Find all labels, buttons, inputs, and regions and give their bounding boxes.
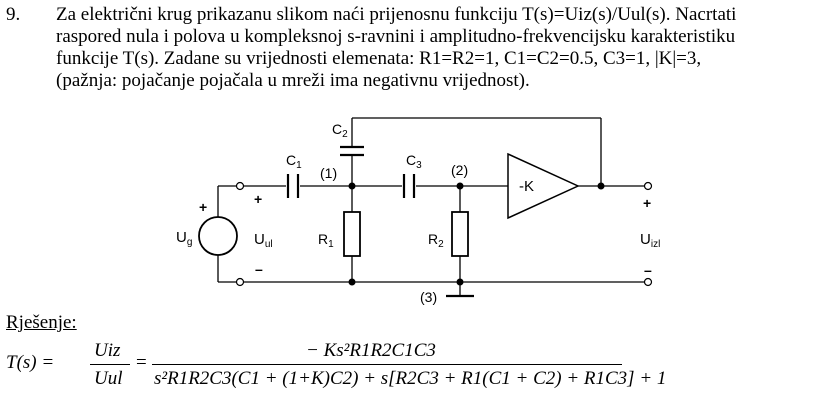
output-minus: – xyxy=(644,262,652,278)
circuit-diagram: C1 C2 C3 R1 R2 (1) (2) (3) -K Ug Uul Uiz… xyxy=(176,117,660,305)
capacitor-c3 xyxy=(402,174,416,198)
formula-rhs-numerator: − Ks²R1R2C1C3 xyxy=(306,340,436,361)
resistor-r2 xyxy=(451,211,469,257)
problem-number: 9. xyxy=(6,4,21,25)
problem-line-2: raspored nula i polova u kompleksnoj s-r… xyxy=(56,26,736,47)
circuit-wires xyxy=(217,117,648,296)
amplifier xyxy=(507,152,580,220)
label-c2: C2 xyxy=(332,121,348,140)
label-node-1: (1) xyxy=(320,165,337,181)
label-gain: -K xyxy=(519,178,534,195)
output-plus: + xyxy=(643,195,651,211)
problem-line-3: funkcije T(s). Zadane su vrijednosti ele… xyxy=(56,48,702,69)
transfer-function-formula: T(s) = Uiz Uul = − Ks²R1R2C1C3 s²R1R2C3(… xyxy=(6,338,666,398)
label-node-2: (2) xyxy=(451,162,468,178)
label-input-voltage: Uul xyxy=(254,231,273,250)
formula-equals: = xyxy=(136,352,147,373)
voltage-source xyxy=(198,216,238,256)
capacitor-c1 xyxy=(286,174,300,198)
input-plus: + xyxy=(254,191,262,207)
label-c1: C1 xyxy=(286,152,302,171)
formula-rhs-denominator: s²R1R2C3(C1 + (1+K)C2) + s[R2C3 + R1(C1 … xyxy=(154,368,667,389)
problem-line-1: Za električni krug prikazanu slikom naći… xyxy=(56,4,737,25)
label-output-voltage: Uizl xyxy=(640,231,660,250)
source-plus: + xyxy=(199,199,207,215)
resistor-r1 xyxy=(343,211,361,257)
formula-lhs-numerator: Uiz xyxy=(94,340,121,361)
label-r1: R1 xyxy=(318,231,334,250)
problem-line-4: (pažnja: pojačanje pojačala u mreži ima … xyxy=(56,70,530,91)
input-minus: – xyxy=(255,261,263,277)
junction-dots xyxy=(348,182,605,286)
label-c3: C3 xyxy=(406,152,422,171)
solution-heading: Rješenje: xyxy=(6,312,77,333)
formula-lhs: T(s) = xyxy=(6,352,55,373)
label-source: Ug xyxy=(176,229,192,248)
terminals xyxy=(235,181,653,287)
rhs-fraction-line xyxy=(152,364,622,365)
label-node-3: (3) xyxy=(420,289,437,305)
capacitor-c2 xyxy=(340,145,364,157)
lhs-fraction-line xyxy=(90,364,130,365)
label-r2: R2 xyxy=(428,231,444,250)
formula-lhs-denominator: Uul xyxy=(94,368,123,389)
